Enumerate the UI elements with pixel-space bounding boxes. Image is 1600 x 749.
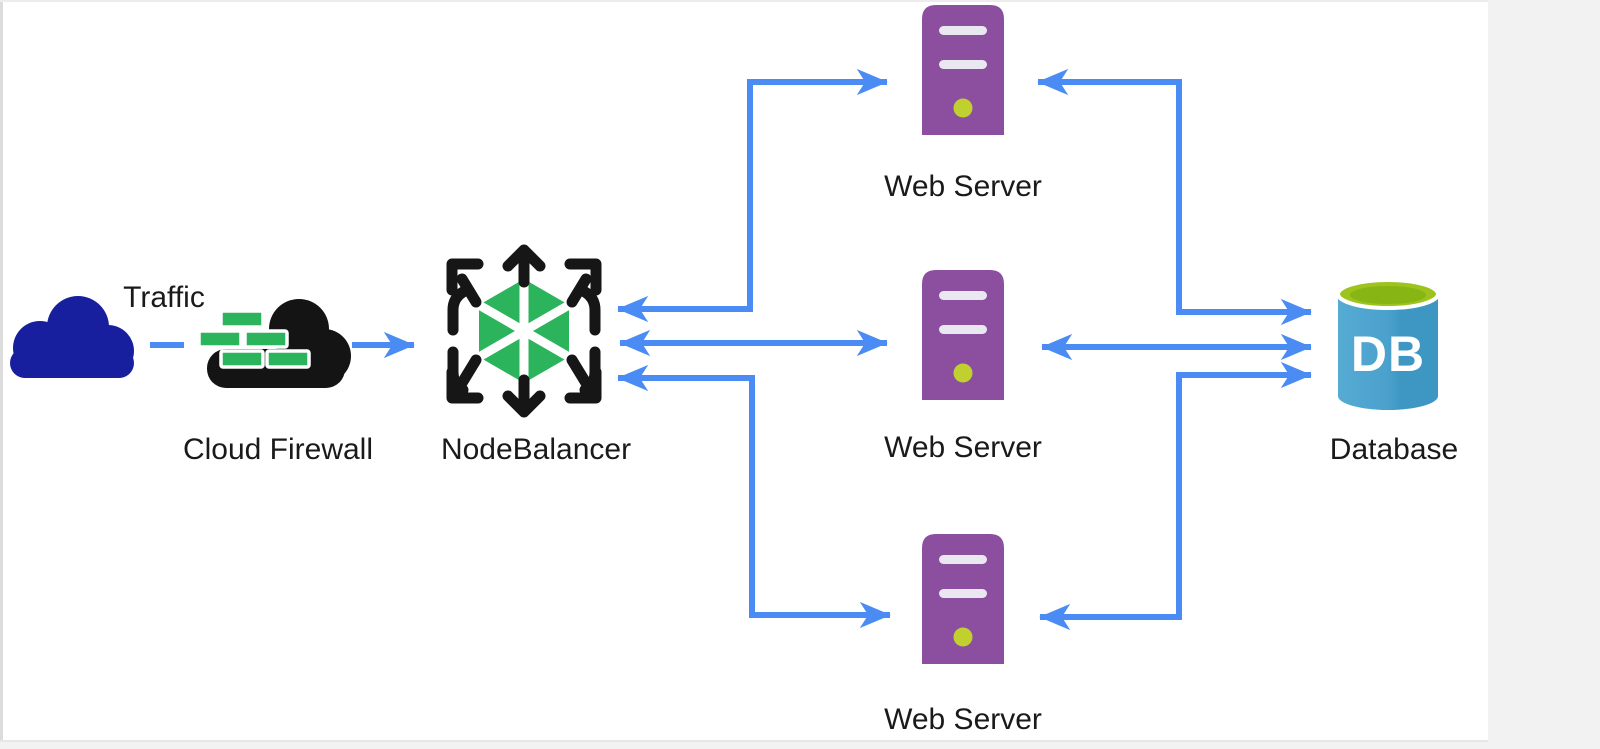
brick <box>219 349 265 369</box>
webserver1-node: Web Server <box>884 5 1042 203</box>
server-tower-icon <box>922 534 1004 664</box>
webserver3-label: Web Server <box>884 703 1042 736</box>
brick <box>219 309 265 329</box>
traffic-label: Traffic <box>123 281 205 314</box>
brick <box>265 349 311 369</box>
webserver3-node: Web Server <box>884 534 1042 736</box>
cloud-firewall-label: Cloud Firewall <box>183 433 373 466</box>
firewall-brick-cloud-icon <box>197 299 351 388</box>
traffic-node: Traffic <box>10 281 205 378</box>
cloud-icon <box>10 296 134 378</box>
server-tower-icon <box>922 5 1004 135</box>
database-label: Database <box>1330 433 1458 466</box>
database-node: DB Database <box>1330 278 1458 466</box>
hexagon-arrows-icon <box>446 244 602 418</box>
connectors <box>150 68 1312 631</box>
webserver2-label: Web Server <box>884 431 1042 464</box>
db-badge: DB <box>1351 326 1425 382</box>
canvas-bottom-border <box>0 740 1488 742</box>
webserver1-label: Web Server <box>884 170 1042 203</box>
cloud-firewall-node: Cloud Firewall <box>183 299 373 466</box>
diagram-canvas: Traffic Cloud Firewall <box>0 0 1488 742</box>
connector-nodebalancer-webserver3 <box>617 364 891 629</box>
canvas-top-border <box>0 0 1488 2</box>
nodebalancer-label: NodeBalancer <box>441 433 631 466</box>
database-cylinder-icon: DB <box>1336 278 1440 410</box>
nodebalancer-node: NodeBalancer <box>441 244 631 466</box>
webserver2-node: Web Server <box>884 270 1042 464</box>
brick <box>197 329 243 349</box>
connector-nodebalancer-webserver1 <box>617 68 888 323</box>
connector-webserver1-database <box>1037 68 1312 326</box>
brick <box>243 329 289 349</box>
canvas-left-border <box>0 0 3 742</box>
architecture-diagram: Traffic Cloud Firewall <box>0 0 1488 742</box>
connector-webserver3-database <box>1039 361 1312 631</box>
server-tower-icon <box>922 270 1004 400</box>
